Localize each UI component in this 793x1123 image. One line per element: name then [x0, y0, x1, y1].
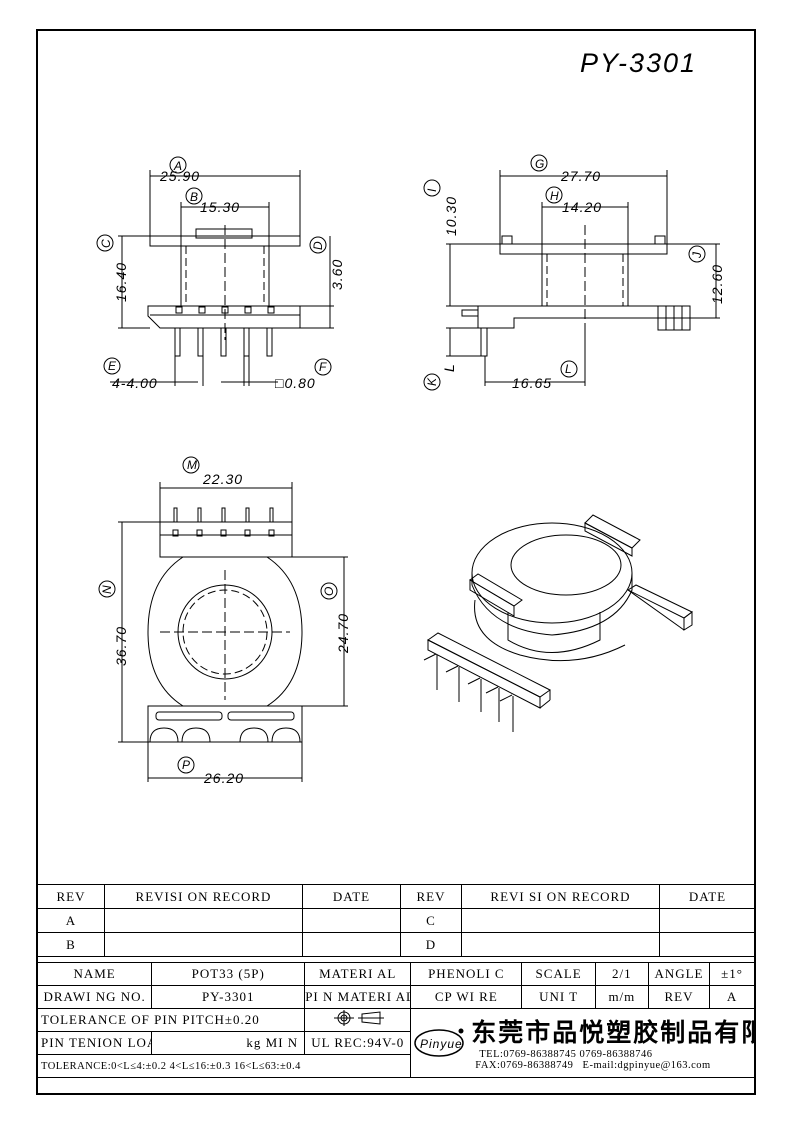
unit-value: m/m	[594, 985, 649, 1009]
rev-cell: C	[400, 908, 462, 933]
company-logo: Pinyue	[412, 1025, 472, 1059]
rev-header: REV	[37, 884, 105, 909]
material-value: PHENOLI C	[410, 962, 523, 986]
date-cell	[302, 908, 401, 933]
company-fax: FAX:0769-86388749	[475, 1060, 574, 1071]
dim-f-value: □0.80	[275, 375, 316, 391]
pin-pitch-tolerance: TOLERANCE OF PIN PITCH±0.20	[36, 1008, 306, 1032]
isometric-view	[423, 514, 693, 732]
date-cell	[659, 908, 756, 933]
date-header: DATE	[302, 884, 401, 909]
dim-label-n: N	[100, 585, 114, 594]
dim-d-value: 3.60	[329, 259, 345, 290]
scale-label: SCALE	[521, 962, 596, 986]
dim-label-k: K	[425, 377, 439, 386]
bottom-view	[98, 456, 348, 782]
dim-label-e: E	[108, 359, 117, 373]
title-block: REV REVISI ON RECORD DATE REV REVI SI ON…	[36, 884, 756, 1078]
dim-label-j: J	[690, 251, 704, 259]
dim-m-value: 22.30	[202, 471, 243, 487]
dim-label-h: H	[550, 189, 559, 203]
pin-tension-unit: kg MI N	[151, 1031, 306, 1055]
dim-label-m: M	[187, 458, 197, 472]
date-cell	[302, 932, 401, 957]
rev-cell: B	[37, 932, 105, 957]
unit-label: UNI T	[521, 985, 596, 1009]
front-view	[96, 156, 334, 386]
revision-cell	[104, 932, 303, 957]
pin-material-value: CP WI RE	[410, 985, 523, 1009]
name-value: POT33 (5P)	[151, 962, 306, 986]
revision-record-header-2: REVI SI ON RECORD	[461, 884, 660, 909]
company-email: E-mail:dgpinyue@163.com	[582, 1060, 711, 1071]
dim-g-value: 27.70	[560, 168, 601, 184]
dim-label-f: F	[319, 360, 327, 374]
dim-l-value: 16.65	[512, 375, 552, 391]
dim-p-value: 26.20	[203, 770, 244, 786]
dim-label-g: G	[535, 157, 544, 171]
drawing-no-label: DRAWI NG NO.	[36, 985, 153, 1009]
part-number: PY-3301	[580, 48, 697, 78]
svg-text:Pinyue: Pinyue	[420, 1037, 463, 1051]
projection-symbol	[304, 1008, 412, 1032]
revision-header-row: REV REVISI ON RECORD DATE REV REVI SI ON…	[37, 884, 756, 909]
dim-e-value: 4-4.00	[112, 375, 158, 391]
revision-table: REV REVISI ON RECORD DATE REV REVI SI ON…	[37, 884, 756, 957]
rev-value: A	[709, 985, 755, 1009]
table-row: B D	[37, 932, 756, 957]
dim-c-value: 16.40	[113, 262, 129, 302]
dim-label-a: A	[173, 159, 182, 173]
dim-i-value: 10.30	[443, 196, 459, 236]
side-view	[423, 154, 720, 391]
table-row: A C	[37, 908, 756, 933]
rev-cell: D	[400, 932, 462, 957]
revision-cell	[104, 908, 303, 933]
dim-label-i: I	[425, 188, 439, 192]
dim-o-value: 24.70	[335, 613, 351, 654]
rev-cell: A	[37, 908, 105, 933]
general-tolerance: TOLERANCE:0<L≤4:±0.2 4<L≤16:±0.3 16<L≤63…	[36, 1054, 412, 1078]
revision-cell	[461, 932, 660, 957]
sheet-border	[36, 29, 756, 1095]
ul-rating: UL REC:94V-0	[304, 1031, 412, 1055]
revision-record-header: REVISI ON RECORD	[104, 884, 303, 909]
dim-j-value: 12.60	[709, 264, 725, 304]
info-table: NAME POT33 (5P) MATERI AL PHENOLI C SCAL…	[36, 962, 755, 1078]
rev-label: REV	[647, 985, 711, 1009]
first-angle-projection-icon	[333, 1010, 384, 1026]
date-cell	[659, 932, 756, 957]
dim-n-value: 36.70	[113, 626, 129, 666]
material-label: MATERI AL	[304, 962, 412, 986]
dim-label-l-side: L	[441, 364, 457, 372]
dim-h-value: 14.20	[562, 199, 602, 215]
dim-label-c: C	[99, 239, 113, 248]
drawing-no-value: PY-3301	[151, 985, 306, 1009]
rev-header-2: REV	[400, 884, 462, 909]
date-header-2: DATE	[659, 884, 756, 909]
dim-a-value: 25.90	[159, 168, 200, 184]
angle-value: ±1°	[709, 962, 755, 986]
scale-value: 2/1	[594, 962, 649, 986]
dim-label-l: L	[565, 362, 572, 376]
dim-label-o: O	[322, 587, 336, 596]
revision-cell	[461, 908, 660, 933]
company-block: Pinyue 东莞市品悦塑胶制品有限公司 TEL:0769-86388745 0…	[410, 1008, 755, 1078]
pinyue-logo-icon: Pinyue	[414, 1028, 465, 1057]
company-name: 东莞市品悦塑胶制品有限公司	[471, 1018, 753, 1047]
dim-label-d: D	[311, 241, 325, 250]
dim-b-value: 15.30	[200, 199, 240, 215]
angle-label: ANGLE	[647, 962, 711, 986]
pin-tension-label: PIN TENION LOAD	[36, 1031, 153, 1055]
pin-material-label: PI N MATERI AL	[304, 985, 412, 1009]
dim-label-b: B	[190, 190, 198, 204]
dim-label-p: P	[182, 758, 190, 772]
name-label: NAME	[36, 962, 153, 986]
company-tel: TEL:0769-86388745 0769-86388746	[479, 1049, 653, 1060]
